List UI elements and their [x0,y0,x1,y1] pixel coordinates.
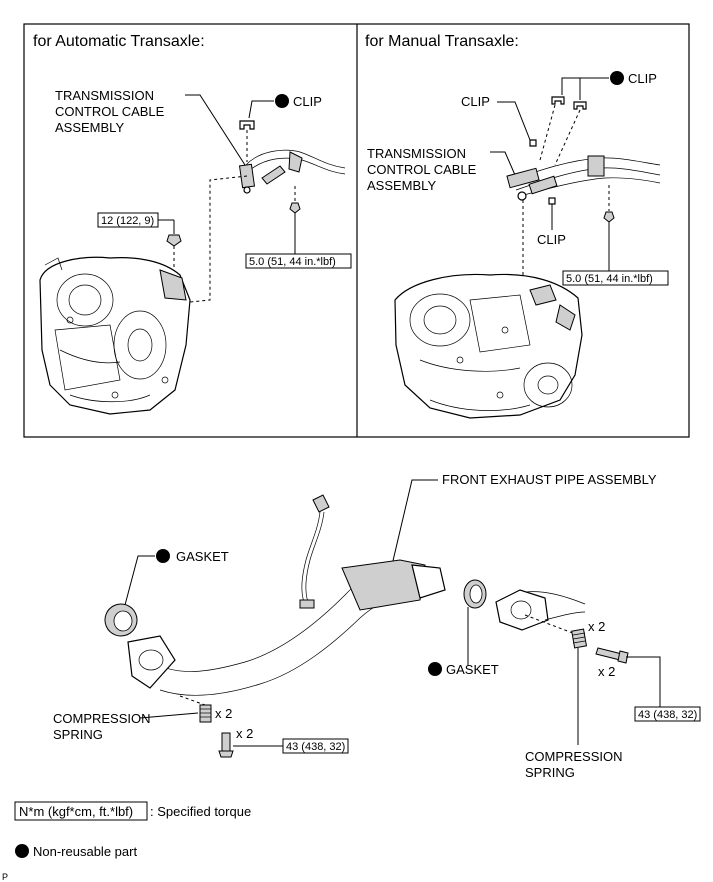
automatic-bolt-torque: 5.0 (51, 44 in.*lbf) [249,256,336,268]
transmission-control-cable-icon [238,149,346,194]
compression-spring-icon [199,704,212,723]
nut-icon [166,234,182,247]
manual-bolt-torque-box [562,270,669,286]
clip-icon [529,139,537,147]
automatic-cable-leader [185,94,246,166]
clip-icon [548,197,556,205]
automatic-nut-torque: 12 (122, 9) [101,215,154,227]
automatic-bolt-torque-box [245,253,352,269]
nonreusable-mark-icon [156,549,170,563]
compression-spring-left-label: COMPRESSION SPRING [53,711,154,742]
compression-spring-icon [571,628,588,649]
oxygen-sensor-icon [299,494,330,609]
qty-bolt-right: x 2 [598,664,615,679]
automatic-clip-label: CLIP [293,94,322,109]
automatic-clip-leader [248,100,274,119]
legend-torque-units: N*m (kgf*cm, ft.*lbf) [19,804,133,819]
front-exhaust-pipe-label: FRONT EXHAUST PIPE ASSEMBLY [442,472,657,487]
transmission-control-cable-icon [506,155,661,201]
manual-transaxle-icon [394,273,583,419]
gasket-icon [104,603,138,637]
qty-spring-left: x 2 [215,706,232,721]
nonreusable-mark-icon [610,71,624,85]
gasket-right-label: GASKET [446,662,499,677]
exhaust-right-torque-box [634,706,701,722]
automatic-transaxle-icon [39,256,191,415]
qty-spring-right: x 2 [588,619,605,634]
exhaust-right-torque: 43 (438, 32) [638,709,697,721]
exhaust-left-torque-box [282,738,349,754]
nonreusable-mark-icon [275,94,289,108]
nonreusable-mark-icon [15,844,29,858]
legend-torque-text: : Specified torque [150,804,251,819]
bolt-icon [595,647,629,664]
automatic-cable-label: TRANSMISSION CONTROL CABLE ASSEMBLY [55,88,168,135]
manual-title: for Manual Transaxle: [365,33,519,50]
bolt-icon [218,732,234,758]
exhaust-flange-icon [495,589,586,631]
gasket-left-label: GASKET [176,549,229,564]
bolt-icon [289,202,301,214]
manual-clip-top-label: CLIP [628,71,657,86]
legend-nonreusable-text: Non-reusable part [33,844,137,859]
legend-torque-box [14,801,148,821]
clip-icon [551,96,565,105]
corner-mark: P [2,872,8,882]
qty-bolt-left: x 2 [236,726,253,741]
gasket-icon [463,579,487,609]
front-exhaust-pipe-icon [127,559,446,696]
manual-clip-bottom-label: CLIP [537,232,566,247]
manual-clip-left-label: CLIP [461,94,490,109]
compression-spring-right-label: COMPRESSION SPRING [525,749,626,780]
nonreusable-mark-icon [428,662,442,676]
automatic-title: for Automatic Transaxle: [33,33,205,50]
bolt-icon [603,211,615,223]
clip-icon [239,120,255,130]
exhaust-left-torque: 43 (438, 32) [286,741,345,753]
manual-cable-label: TRANSMISSION CONTROL CABLE ASSEMBLY [367,146,480,193]
manual-bolt-torque: 5.0 (51, 44 in.*lbf) [566,273,653,285]
clip-icon [573,101,587,110]
